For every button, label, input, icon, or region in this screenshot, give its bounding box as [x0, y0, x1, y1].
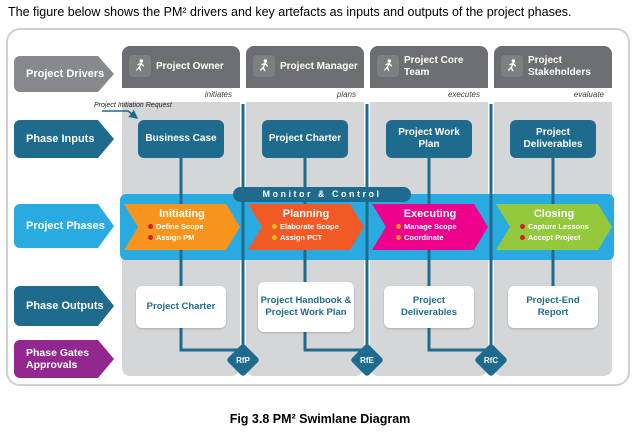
gate-rfe: RfE: [350, 343, 384, 377]
bullet-text: Assign PM: [156, 233, 195, 242]
phase-chevron-closing: Closing Capture Lessons Accept Project: [496, 204, 612, 250]
phase-bullet: Define Scope: [124, 222, 240, 231]
phase-chevron-planning: Planning Elaborate Scope Assign PCT: [248, 204, 364, 250]
person-icon: [377, 55, 399, 77]
bullet-text: Assign PCT: [280, 233, 323, 242]
phase-chevron-executing: Executing Manage Scope Coordinate: [372, 204, 488, 250]
gate-rfc: RfC: [474, 343, 508, 377]
bullet-dot: [396, 224, 401, 229]
lane-title: Project Core Team: [404, 55, 464, 78]
phase-bullet: Coordinate: [372, 233, 488, 242]
phase-name: Planning: [282, 208, 330, 220]
person-icon: [253, 55, 275, 77]
phase-bullet: Assign PM: [124, 233, 240, 242]
bullet-text: Manage Scope: [404, 222, 457, 231]
phase-bullet: Accept Project: [496, 233, 612, 242]
phase-bullet: Manage Scope: [372, 222, 488, 231]
lane-header-project-stakeholders: Project Stakeholders: [494, 46, 612, 88]
input-box-business-case: Business Case: [138, 120, 224, 158]
row-label-phase-inputs: Phase Inputs: [14, 120, 114, 158]
annotation-initiation-request: Project Initiation Request: [94, 102, 172, 109]
input-box-project-deliverables: Project Deliverables: [510, 120, 596, 158]
phase-bullet: Elaborate Scope: [248, 222, 364, 231]
lane-header-project-core-team: Project Core Team: [370, 46, 488, 88]
phase-bullet: Assign PCT: [248, 233, 364, 242]
gate-label: RfE: [360, 355, 374, 365]
output-box-project-handbook-work-plan: Project Handbook & Project Work Plan: [258, 282, 354, 332]
gate-label: RfP: [236, 355, 250, 365]
phase-name: Closing: [533, 208, 575, 220]
row-label-phase-outputs: Phase Outputs: [14, 286, 114, 326]
figure-caption: Fig 3.8 PM² Swimlane Diagram: [229, 412, 411, 426]
gate-rfp: RfP: [226, 343, 260, 377]
intro-text: The figure below shows the PM² drivers a…: [8, 5, 572, 19]
phase-name: Executing: [403, 208, 457, 220]
lane-role-executes: executes: [370, 88, 488, 102]
phase-chevron-initiating: Initiating Define Scope Assign PM: [124, 204, 240, 250]
input-box-project-work-plan: Project Work Plan: [386, 120, 472, 158]
monitor-control-pill: Monitor & Control: [233, 187, 411, 202]
output-box-project-charter: Project Charter: [136, 286, 226, 328]
bullet-text: Elaborate Scope: [280, 222, 339, 231]
lane-header-project-manager: Project Manager: [246, 46, 364, 88]
row-label-project-drivers: Project Drivers: [14, 56, 114, 92]
lane-role-plans: plans: [246, 88, 364, 102]
input-box-project-charter: Project Charter: [262, 120, 348, 158]
bullet-dot: [520, 235, 525, 240]
person-icon: [129, 55, 151, 77]
bullet-dot: [272, 235, 277, 240]
bullet-dot: [396, 235, 401, 240]
lane-title: Project Owner: [156, 61, 224, 72]
bullet-text: Coordinate: [404, 233, 444, 242]
person-icon: [501, 55, 523, 77]
row-label-phase-gates-approvals: Phase Gates Approvals: [14, 340, 114, 378]
bullet-dot: [148, 224, 153, 229]
gate-label: RfC: [483, 355, 499, 365]
output-box-project-deliverables: Project Deliverables: [384, 286, 474, 328]
bullet-dot: [520, 224, 525, 229]
bullet-text: Accept Project: [528, 233, 581, 242]
lane-title: Project Stakeholders: [528, 55, 591, 78]
output-box-project-end-report: Project-End Report: [508, 286, 598, 328]
bullet-text: Define Scope: [156, 222, 204, 231]
bullet-dot: [148, 235, 153, 240]
lane-header-project-owner: Project Owner: [122, 46, 240, 88]
phase-name: Initiating: [159, 208, 205, 220]
bullet-text: Capture Lessons: [528, 222, 589, 231]
phase-bullet: Capture Lessons: [496, 222, 612, 231]
lane-role-evaluate: evaluate: [494, 88, 612, 102]
lane-title: Project Manager: [280, 61, 358, 72]
bullet-dot: [272, 224, 277, 229]
row-label-project-phases: Project Phases: [14, 204, 114, 248]
lane-role-initiates: initiates: [122, 88, 240, 102]
